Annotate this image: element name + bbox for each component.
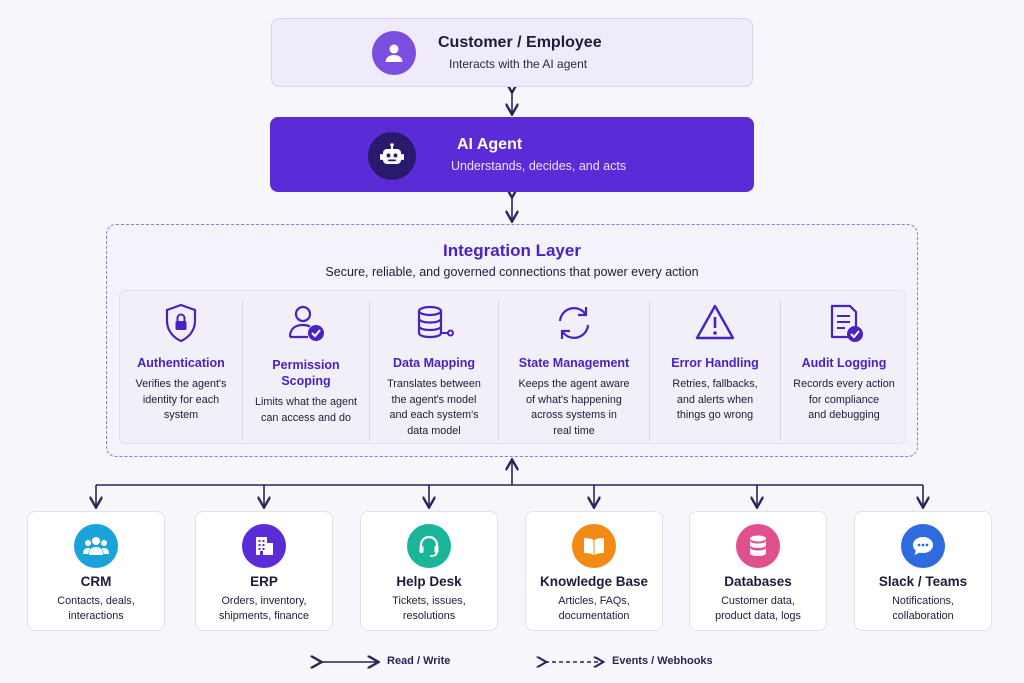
ai-agent-title: AI Agent	[457, 136, 523, 153]
system-desc: Contacts, deals, interactions	[57, 595, 135, 622]
database-link-icon	[412, 301, 456, 345]
feature-permission-scoping: Permission Scoping Limits what the agent…	[243, 291, 369, 445]
feature-data-mapping: Data Mapping Translates between the agen…	[370, 291, 498, 445]
feature-title: Data Mapping	[393, 356, 475, 370]
headset-icon	[407, 524, 451, 568]
ai-agent-card: AI Agent Understands, decides, and acts	[270, 117, 754, 192]
system-card-knowledge-base: Knowledge Base Articles, FAQs, documenta…	[525, 511, 663, 631]
legend-events-webhooks: Events / Webhooks	[612, 655, 713, 667]
system-title: CRM	[80, 574, 112, 589]
divider	[780, 301, 781, 441]
integration-layer: Integration Layer Secure, reliable, and …	[106, 224, 918, 457]
legend-read-write: Read / Write	[387, 655, 451, 667]
integration-subtitle: Secure, reliable, and governed connectio…	[325, 265, 699, 279]
shield-lock-icon	[159, 301, 203, 345]
database-icon	[736, 524, 780, 568]
system-title: Help Desk	[396, 574, 462, 589]
divider	[498, 301, 499, 441]
system-card-slack-teams: Slack / Teams Notifications, collaborati…	[854, 511, 992, 631]
feature-desc: Translates between the agent's model and…	[387, 378, 481, 437]
divider	[649, 301, 650, 441]
feature-desc: Verifies the agent's identity for each s…	[135, 378, 227, 421]
building-icon	[242, 524, 286, 568]
system-title: Slack / Teams	[878, 574, 968, 589]
feature-desc: Retries, fallbacks, and alerts when thin…	[672, 378, 758, 421]
customer-card: Customer / Employee Interacts with the A…	[271, 18, 753, 87]
warning-icon	[693, 301, 737, 345]
system-title: Databases	[724, 574, 792, 589]
feature-title: Audit Logging	[801, 356, 887, 370]
feature-error-handling: Error Handling Retries, fallbacks, and a…	[650, 291, 780, 445]
feature-title: State Management	[518, 356, 630, 370]
feature-desc: Limits what the agent can access and do	[254, 396, 358, 424]
customer-subtitle: Interacts with the AI agent	[449, 57, 588, 71]
feature-desc: Records every action for compliance and …	[793, 378, 895, 421]
chat-icon	[901, 524, 945, 568]
feature-authentication: Authentication Verifies the agent's iden…	[120, 291, 242, 445]
feature-state-management: State Management Keeps the agent aware o…	[499, 291, 649, 445]
robot-icon	[368, 132, 416, 180]
feature-title: Error Handling	[671, 356, 759, 370]
system-desc: Articles, FAQs, documentation	[558, 595, 630, 622]
sync-icon	[552, 301, 596, 345]
integration-title: Integration Layer	[443, 241, 581, 260]
feature-title: Permission Scoping	[272, 358, 340, 388]
user-check-icon	[284, 301, 328, 345]
feature-desc: Keeps the agent aware of what's happenin…	[518, 378, 630, 437]
system-card-erp: ERP Orders, inventory, shipments, financ…	[195, 511, 333, 631]
divider	[369, 301, 370, 441]
system-card-help-desk: Help Desk Tickets, issues, resolutions	[360, 511, 498, 631]
users-icon	[74, 524, 118, 568]
book-icon	[572, 524, 616, 568]
feature-title: Authentication	[137, 356, 225, 370]
ai-agent-subtitle: Understands, decides, and acts	[451, 159, 627, 173]
system-desc: Notifications, collaboration	[892, 595, 954, 622]
divider	[242, 301, 243, 441]
document-check-icon	[822, 301, 866, 345]
integration-features: Authentication Verifies the agent's iden…	[119, 290, 906, 444]
system-title: Knowledge Base	[539, 574, 649, 589]
feature-audit-logging: Audit Logging Records every action for c…	[781, 291, 907, 445]
system-title: ERP	[250, 574, 278, 589]
system-card-databases: Databases Customer data, product data, l…	[689, 511, 827, 631]
customer-title: Customer / Employee	[438, 34, 602, 51]
user-icon	[372, 31, 416, 75]
system-desc: Customer data, product data, logs	[715, 595, 801, 622]
system-card-crm: CRM Contacts, deals, interactions	[27, 511, 165, 631]
system-desc: Orders, inventory, shipments, finance	[218, 595, 310, 622]
system-desc: Tickets, issues, resolutions	[392, 595, 466, 622]
